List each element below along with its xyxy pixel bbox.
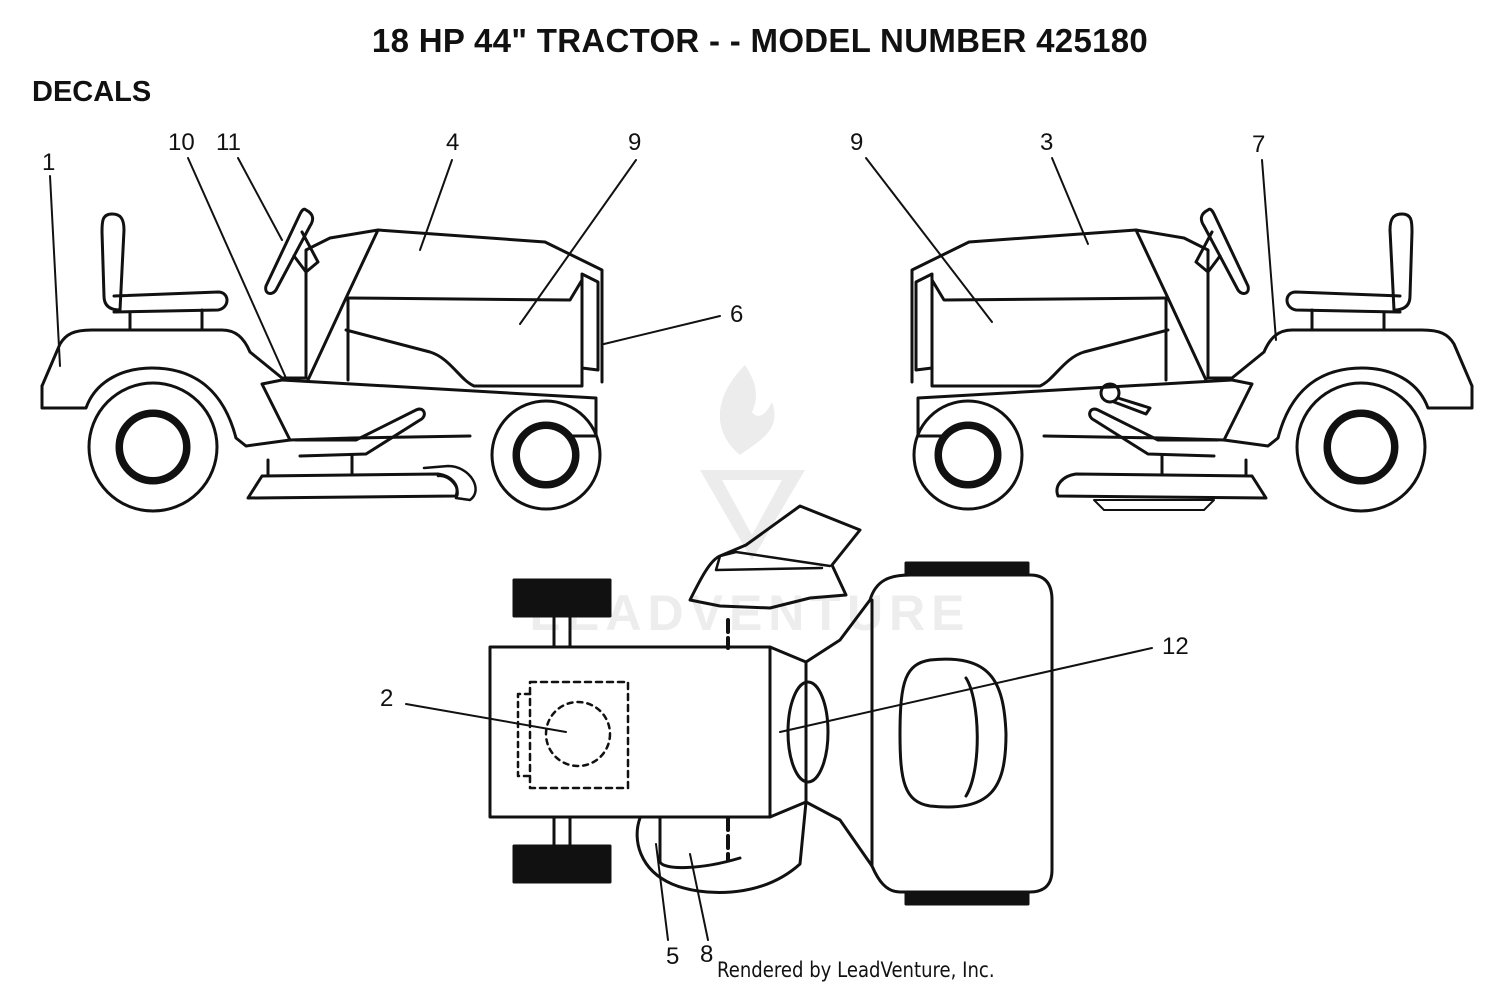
front-wheel-top-right <box>512 844 612 884</box>
dash-neck <box>768 645 808 819</box>
leader-3 <box>1051 157 1089 245</box>
hood-side <box>930 328 1170 388</box>
engine-outline-dashed <box>528 680 630 790</box>
leader-5 <box>655 843 669 941</box>
deck-mount <box>266 454 354 476</box>
hood-top-line <box>930 278 1168 302</box>
watermark-v-icon <box>700 470 805 560</box>
seat-back <box>100 212 126 312</box>
steering-hub-top <box>786 680 830 784</box>
chassis-step <box>260 378 292 442</box>
seat-base <box>128 308 204 332</box>
front-wheel-top-left <box>512 578 612 618</box>
fender-lower-edge <box>1222 366 1474 448</box>
leader-9-left <box>519 159 637 325</box>
chute-crease <box>714 550 832 572</box>
seat-base <box>1310 308 1386 332</box>
hood-grille <box>914 272 934 372</box>
front-axle-top <box>552 614 572 848</box>
callout-group: 1 10 11 4 9 6 9 3 7 12 2 5 8 <box>42 129 1277 970</box>
body-top <box>804 573 1054 894</box>
seat-back <box>1388 212 1414 312</box>
leader-12 <box>779 647 1153 733</box>
seat-cushion <box>1285 290 1402 314</box>
rear-tire-bottom <box>904 890 1030 906</box>
seat-top <box>898 657 1008 809</box>
rear-tire-top <box>904 561 1030 577</box>
front-wheel-hub-center <box>942 429 994 481</box>
front-wheel-outer <box>912 399 1024 511</box>
steering-wheel <box>1199 207 1250 295</box>
rear-wheel-hub-center <box>1331 417 1391 477</box>
engine-side-dashed <box>516 692 532 778</box>
tractor-left-side-view <box>40 207 604 513</box>
hood-grille <box>580 272 600 372</box>
callout-11: 11 <box>216 129 241 156</box>
render-credit: Rendered by LeadVenture, Inc. <box>717 958 995 982</box>
leader-8 <box>689 853 709 941</box>
callout-2: 2 <box>380 685 393 712</box>
callout-5: 5 <box>666 943 679 970</box>
steering-wheel <box>264 207 315 295</box>
callout-8: 8 <box>700 941 713 968</box>
hood-lower-panel <box>1134 228 1208 382</box>
ignition-key <box>1099 382 1152 416</box>
hood-top-line <box>346 278 584 302</box>
callout-7: 7 <box>1252 131 1265 158</box>
rear-wheel-hub-center <box>123 417 183 477</box>
engine-fan-dashed <box>544 700 612 768</box>
rear-fender <box>910 228 1474 388</box>
leader-11 <box>237 157 283 241</box>
deck-mount <box>1160 454 1248 476</box>
leader-1 <box>49 175 61 367</box>
leader-4 <box>419 159 453 251</box>
callout-1: 1 <box>42 149 55 176</box>
rear-wheel-outer <box>1295 381 1427 513</box>
callout-9-right: 9 <box>850 129 863 156</box>
callout-4: 4 <box>446 129 459 156</box>
tractor-right-side-view <box>910 207 1474 513</box>
section-heading: DECALS <box>32 76 152 108</box>
front-wheel-outer <box>490 399 602 511</box>
callout-12: 12 <box>1162 633 1189 660</box>
leader-6 <box>603 315 721 345</box>
page-title: 18 HP 44" TRACTOR - - MODEL NUMBER 42518… <box>371 22 1149 59</box>
leader-2 <box>405 703 567 733</box>
hood-top <box>488 645 772 819</box>
seat-back-top <box>964 676 979 798</box>
leader-10 <box>187 157 287 379</box>
leader-7 <box>1261 159 1277 341</box>
chassis-step <box>1222 378 1254 442</box>
foot-deck-top <box>658 816 742 870</box>
callout-3: 3 <box>1040 129 1053 156</box>
callout-10: 10 <box>168 129 195 156</box>
tractor-top-view <box>488 504 1054 906</box>
leader-9-right <box>865 157 993 323</box>
mower-deck <box>246 472 459 500</box>
seat-cushion <box>112 290 229 314</box>
callout-9-left: 9 <box>628 129 641 156</box>
pedal <box>1088 407 1220 458</box>
deck-plate <box>1093 499 1215 511</box>
rear-wheel-outer <box>87 381 219 513</box>
fender-lower-edge <box>40 366 292 448</box>
hood-side <box>344 328 584 388</box>
watermark-flame-icon <box>719 365 775 455</box>
mower-deck <box>1055 472 1268 500</box>
front-wheel-hub-center <box>520 429 572 481</box>
deck-chute <box>422 464 477 502</box>
hood-lower-panel <box>306 228 380 382</box>
pedal <box>294 407 426 458</box>
rear-fender <box>40 228 604 388</box>
callout-6: 6 <box>730 301 743 328</box>
left-pedal-top <box>635 800 808 894</box>
